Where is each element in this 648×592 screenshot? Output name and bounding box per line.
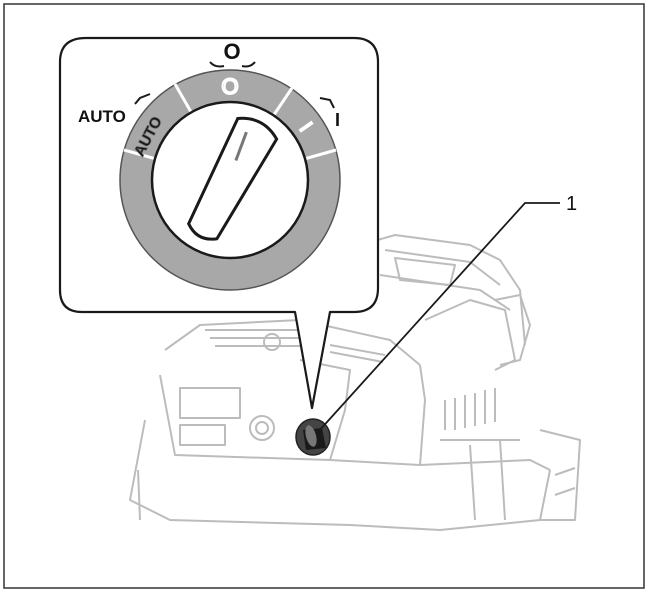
dial-segment-off: O <box>221 74 238 99</box>
dial-label-on: I <box>335 110 340 130</box>
auto-bracket <box>134 93 151 105</box>
vacuum-device <box>129 234 581 531</box>
figure-border <box>3 3 645 589</box>
dial: AUTO O I <box>119 69 341 291</box>
dial-knob-pointer <box>186 116 279 241</box>
off-bracket <box>209 61 256 68</box>
callout-leader-line <box>317 202 560 433</box>
callout-number: 1 <box>566 193 577 215</box>
dial-label-auto: AUTO <box>78 107 126 126</box>
on-bracket <box>319 97 335 109</box>
dial-label-off: O <box>223 39 240 64</box>
